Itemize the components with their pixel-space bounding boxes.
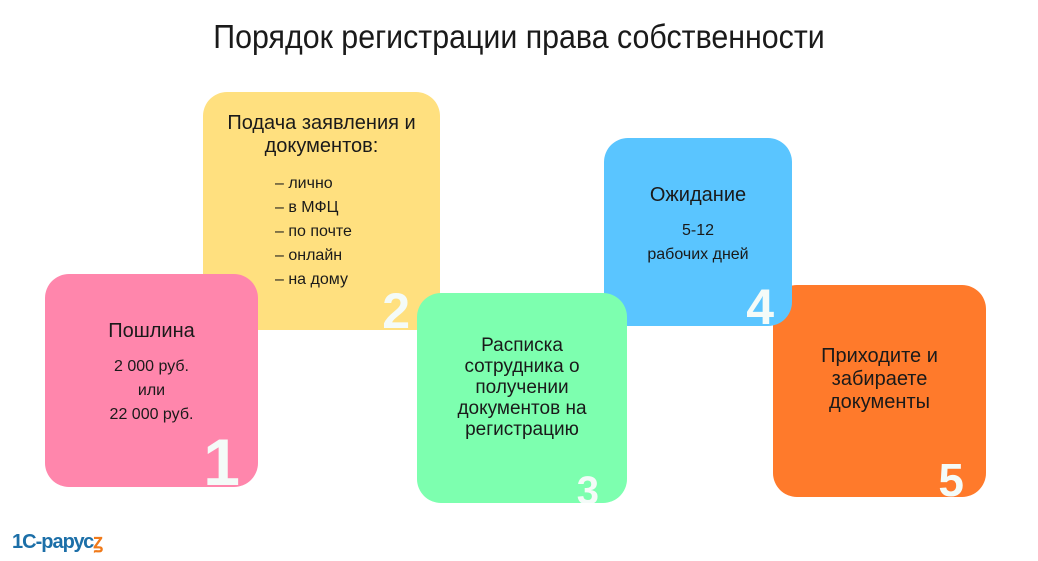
step-line: рабочих дней [647, 246, 749, 263]
step-card-4: Ожидание 5-12 рабочих дней 4 [604, 138, 792, 326]
logo-mark-icon: ꙁ [93, 531, 103, 553]
step-line: 5-12 [681, 222, 715, 239]
step-number: 5 [938, 454, 964, 497]
step-line: 2 000 руб. [114, 358, 189, 375]
step-card-3: Расписка сотрудника о получении документ… [417, 293, 627, 503]
step-line: – по почте [275, 223, 352, 240]
step-line: – в МФЦ [275, 199, 339, 216]
step-heading: Ожидание [649, 184, 747, 206]
step-heading: Приходите и забираете документы [821, 345, 938, 413]
step-number: 1 [203, 425, 240, 487]
step-number: 4 [746, 279, 774, 326]
step-card-5: Приходите и забираете документы 5 [773, 285, 986, 497]
logo-text: 1С-рарус [12, 531, 94, 553]
step-number: 3 [576, 469, 599, 503]
step-line: – на дому [275, 271, 348, 288]
step-number: 2 [382, 283, 410, 330]
step-line: или [137, 382, 166, 399]
step-heading: Подача заявления и документов: [227, 112, 416, 157]
step-heading: Расписка сотрудника о получении документ… [457, 335, 587, 440]
company-logo: 1С-рарусꙁ [12, 527, 103, 554]
step-line: – лично [275, 175, 333, 192]
step-heading: Пошлина [108, 320, 195, 342]
step-card-1: Пошлина 2 000 руб. или 22 000 руб. 1 [45, 274, 258, 487]
step-line: – онлайн [275, 247, 343, 264]
step-line: 22 000 руб. [109, 406, 194, 423]
page-title: Порядок регистрации права собственности [213, 18, 825, 55]
